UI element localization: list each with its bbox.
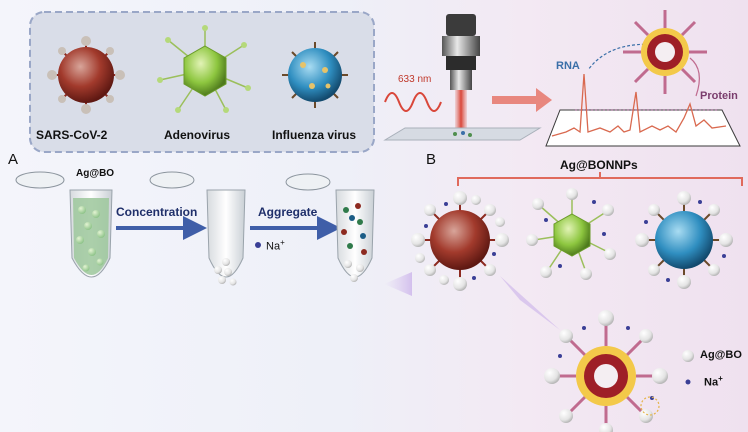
raman-microscope: [383, 14, 542, 141]
influenza-label: Influenza virus: [272, 128, 357, 142]
flu-aggregate: [635, 191, 733, 289]
sars-cov-2-virus: [47, 36, 125, 114]
cone-to-detail: [500, 276, 560, 330]
legend-agbo-icon: [682, 350, 694, 362]
panel-b-label: B: [426, 151, 437, 168]
raman-spectrum: [545, 43, 741, 147]
legend-na-label: Na+: [704, 374, 723, 389]
tube-agbo: [15, 171, 113, 278]
aggregate-label: Aggregate: [258, 205, 318, 219]
sars-aggregate: [411, 191, 509, 291]
protein-label: Protein: [700, 90, 738, 102]
tube-aggregate: [285, 173, 375, 282]
legend-na-icon: [685, 379, 691, 385]
rna-label: RNA: [556, 60, 580, 72]
agbonnps-label: Ag@BONNPs: [560, 158, 638, 172]
panel-a-label: A: [8, 151, 19, 168]
na-dot: [255, 242, 261, 248]
na-label: Na+: [266, 238, 285, 253]
concentration-label: Concentration: [116, 205, 198, 219]
adenovirus-label: Adenovirus: [164, 128, 231, 142]
adeno-aggregate: [526, 188, 616, 280]
tube-agbo-label: Ag@BO: [76, 168, 115, 179]
cone-to-tube: [384, 272, 412, 296]
sars-label: SARS-CoV-2: [36, 128, 108, 142]
virus-nanoparticle-top: [623, 10, 707, 94]
tube-concentrated: [149, 171, 246, 286]
agbonnps-bracket: [457, 177, 743, 186]
legend-agbo-label: Ag@BO: [700, 349, 742, 361]
wavelength-label: 633 nm: [398, 74, 432, 85]
detail-aggregate: [544, 310, 668, 432]
spectrum-arrow: [492, 88, 552, 112]
wave-icon: [384, 92, 442, 112]
adenovirus: [157, 25, 251, 113]
influenza-virus: [282, 42, 348, 108]
